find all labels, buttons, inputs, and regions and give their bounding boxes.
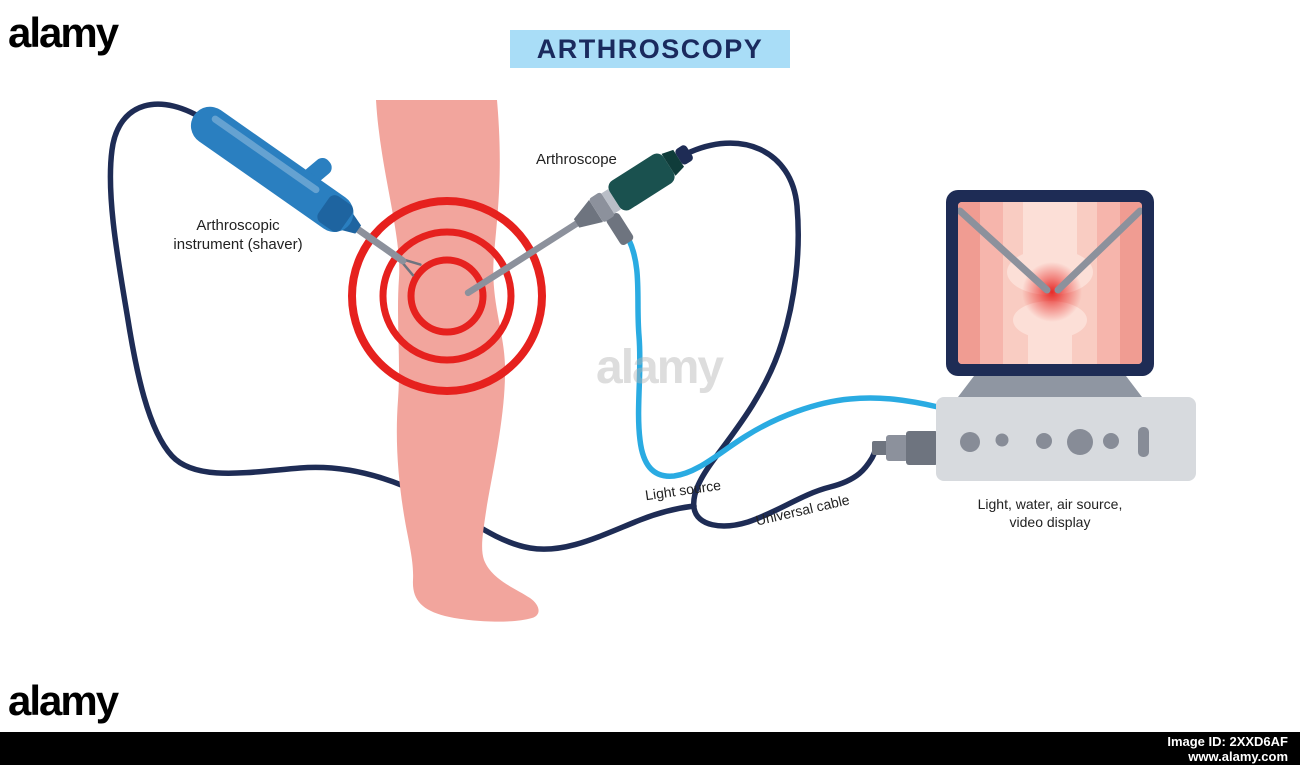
shaver-shaft xyxy=(352,224,407,265)
equipment-knobs xyxy=(960,427,1149,457)
cable-connector-plug xyxy=(872,431,938,465)
monitor-screen xyxy=(958,202,1142,364)
image-id: Image ID: 2XXD6AF xyxy=(1167,733,1288,749)
label-shaver: Arthroscopic instrument (shaver) xyxy=(148,216,328,254)
knob-1 xyxy=(960,432,980,452)
monitor-stand xyxy=(958,376,1142,397)
knob-5 xyxy=(1103,433,1119,449)
knob-2 xyxy=(995,433,1009,447)
universal-cable xyxy=(683,140,881,529)
arthroscope-shaft xyxy=(464,219,581,297)
alamy-logo-top: alamy xyxy=(8,9,119,56)
shaver-body xyxy=(190,106,354,232)
label-arthroscope: Arthroscope xyxy=(536,151,617,168)
alamy-logo-bottom: alamy xyxy=(8,677,119,724)
footer-bar: Image ID: 2XXD6AF www.alamy.com xyxy=(0,732,1300,765)
label-shaver-line2: instrument (shaver) xyxy=(173,236,303,253)
light-source-cable xyxy=(626,237,941,479)
arthroscope-device xyxy=(464,145,693,297)
label-equipment-line2: video display xyxy=(1009,514,1091,530)
arthroscope-light-post xyxy=(606,212,634,245)
target-ring-inner xyxy=(407,256,487,336)
knob-3 xyxy=(1036,433,1052,449)
screen-instrument-right xyxy=(1054,207,1142,294)
shaver-cable xyxy=(107,101,697,552)
label-shaver-line1: Arthroscopic xyxy=(196,217,280,234)
equipment-unit xyxy=(936,397,1196,481)
alamy-watermark-center: alamy xyxy=(596,341,724,394)
arthroscope-eyepiece xyxy=(675,145,693,165)
page-title: ARTHROSCOPY xyxy=(510,30,790,68)
knob-4 xyxy=(1067,429,1093,455)
target-ring-outer xyxy=(348,197,546,395)
target-ring-middle xyxy=(379,228,515,364)
label-equipment: Light, water, air source, video display xyxy=(955,495,1145,531)
website-url: www.alamy.com xyxy=(1188,748,1288,764)
arthroscope-body xyxy=(608,153,675,211)
screen-instrument-left xyxy=(958,207,1051,294)
shaver-instrument xyxy=(190,106,422,277)
slot-control xyxy=(1138,427,1149,457)
label-equipment-line1: Light, water, air source, xyxy=(977,496,1123,512)
